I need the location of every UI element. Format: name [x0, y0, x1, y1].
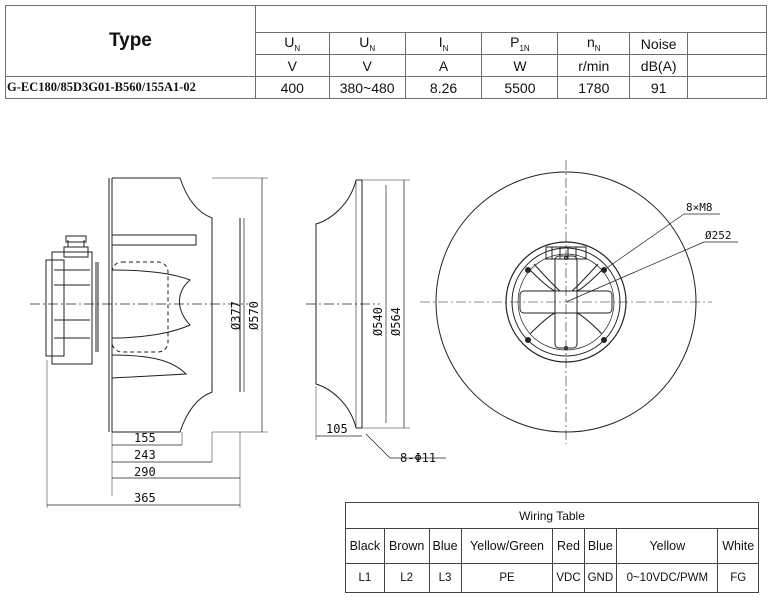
wire-color: Blue [428, 528, 462, 564]
empty-cell [687, 76, 767, 99]
label-pitch-circle: Ø252 [705, 229, 732, 242]
label-bolts: 8×M8 [686, 201, 713, 214]
unit-cell: A [404, 54, 483, 77]
spec-row-symbols: UN UN IN P1N nN Noise [6, 32, 767, 55]
spec-row-blank: Type [5, 5, 768, 77]
wire-color: Brown [383, 528, 430, 564]
dim-length-365: 365 [134, 491, 156, 505]
side-view [30, 177, 268, 508]
wire-terminal: PE [460, 563, 554, 593]
symbol-cell: UN [254, 32, 330, 55]
unit-cell: r/min [557, 54, 631, 77]
wire-color: Yellow/Green [460, 528, 554, 564]
value-cell: 8.26 [404, 76, 483, 99]
spec-table: Type UN UN IN P1N nN Noise V V A W r/min… [5, 5, 768, 99]
type-header: Type [5, 5, 256, 77]
wiring-title-row: Wiring Table [345, 502, 759, 529]
symbol-cell: Noise [629, 32, 689, 55]
dim-profile-inner-diameter: Ø540 [371, 307, 385, 336]
technical-drawing: Ø377 Ø570 155 243 290 365 Ø540 Ø564 105 … [30, 160, 738, 508]
wire-terminal: GND [583, 563, 618, 593]
spec-row-values: G-EC180/85D3G01-B560/155A1-02 400 380~48… [5, 76, 767, 99]
model-name: G-EC180/85D3G01-B560/155A1-02 [5, 76, 256, 99]
wire-terminal: 0~10VDC/PWM [616, 563, 719, 593]
value-cell: 91 [629, 76, 689, 99]
dim-depth: 105 [326, 422, 348, 436]
wire-terminal: L1 [345, 563, 385, 593]
wiring-title: Wiring Table [345, 502, 759, 529]
value-cell: 5500 [481, 76, 559, 99]
dim-length-155: 155 [134, 431, 156, 445]
front-view [420, 160, 738, 444]
value-cell: 380~480 [328, 76, 406, 99]
wire-terminal: L2 [383, 563, 430, 593]
empty-cell [687, 32, 767, 55]
dim-length-290: 290 [134, 465, 156, 479]
wire-terminal: FG [717, 563, 759, 593]
wiring-color-row: Black Brown Blue Yellow/Green Red Blue Y… [345, 528, 759, 564]
wire-color: Blue [583, 528, 618, 564]
wire-color: White [717, 528, 759, 564]
wire-color: Red [552, 528, 585, 564]
profile-view [306, 179, 446, 459]
unit-cell: V [328, 54, 406, 77]
wire-terminal: L3 [428, 563, 462, 593]
unit-cell: dB(A) [629, 54, 689, 77]
dim-mounting-holes: 8-Φ11 [400, 451, 436, 465]
dim-profile-outer-diameter: Ø564 [389, 307, 403, 336]
spec-blank-cell [254, 5, 768, 33]
symbol-cell: nN [557, 32, 631, 55]
wire-terminal: VDC [552, 563, 585, 593]
dim-length-243: 243 [134, 448, 156, 462]
wiring-terminal-row: L1 L2 L3 PE VDC GND 0~10VDC/PWM FG [345, 563, 759, 593]
spec-row-units: V V A W r/min dB(A) [6, 54, 767, 77]
symbol-cell: P1N [481, 32, 559, 55]
wire-color: Black [345, 528, 385, 564]
symbol-cell: IN [404, 32, 483, 55]
symbol-cell: UN [328, 32, 406, 55]
value-cell: 1780 [557, 76, 631, 99]
value-cell: 400 [254, 76, 330, 99]
dim-side-inner-diameter: Ø377 [229, 301, 243, 330]
wiring-table: Wiring Table Black Brown Blue Yellow/Gre… [345, 502, 759, 593]
unit-cell: W [481, 54, 559, 77]
unit-cell: V [254, 54, 330, 77]
wire-color: Yellow [616, 528, 719, 564]
empty-cell [687, 54, 767, 77]
dim-side-outer-diameter: Ø570 [247, 301, 261, 330]
